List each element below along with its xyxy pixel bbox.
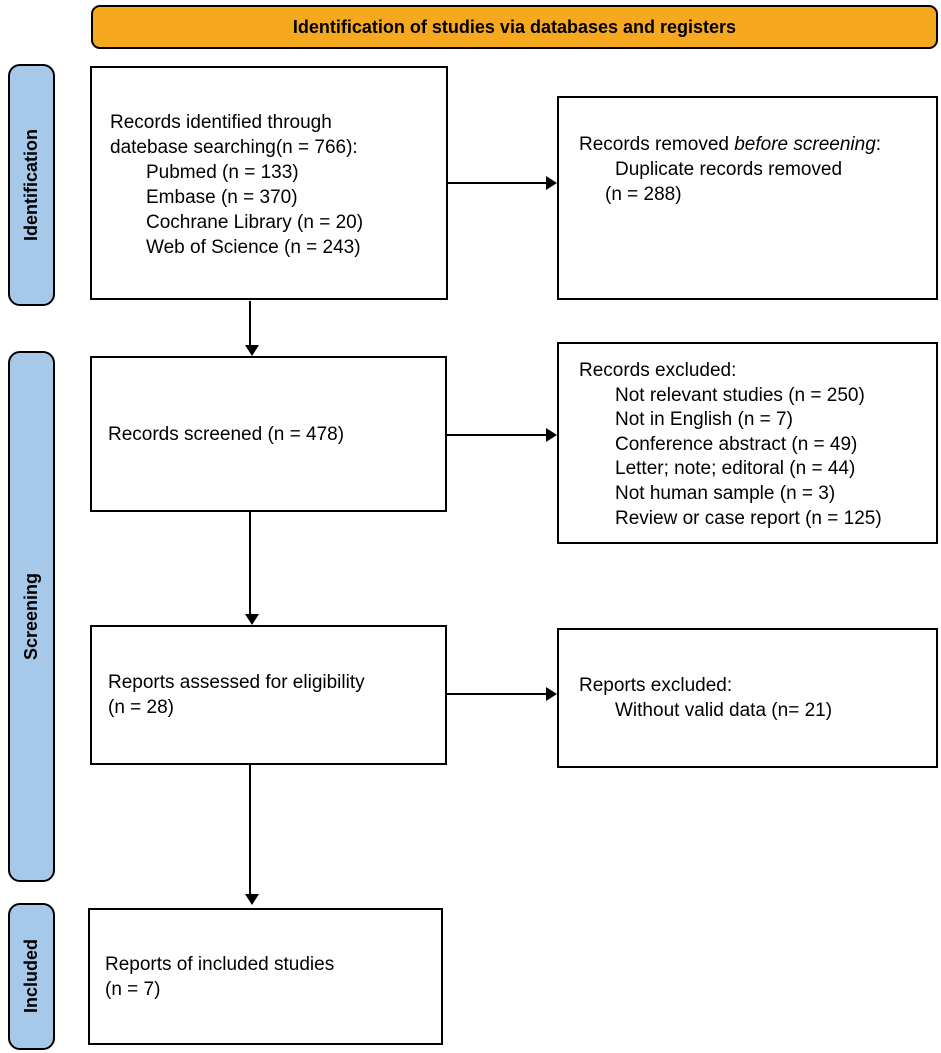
box-text-item: Not relevant studies (n = 250) xyxy=(615,384,865,406)
box-included-reports: Reports of included studies (n = 7) xyxy=(88,908,443,1045)
box-text-item: Pubmed (n = 133) xyxy=(146,162,299,183)
stage-label-screening: Screening xyxy=(21,572,41,661)
box-text-line: Reports of included studies xyxy=(105,953,335,975)
box-text-segment: Records removed xyxy=(579,134,735,155)
box-text-item: Not human sample (n = 3) xyxy=(615,482,836,504)
box-records-identified: Records identified through datebase sear… xyxy=(90,66,448,300)
box-text-line: (n = 7) xyxy=(105,978,161,1000)
box-text-line: Reports excluded: xyxy=(579,675,733,696)
stage-label-identification: Identification xyxy=(21,129,41,241)
diagram-title: Identification of studies via databases … xyxy=(292,16,737,37)
arrow-assessed-to-included xyxy=(245,765,259,905)
arrow-assessed-to-excluded xyxy=(447,687,557,701)
box-text-item: Conference abstract (n = 49) xyxy=(615,433,858,455)
box-records-removed: Records removed before screening: Duplic… xyxy=(557,96,938,300)
box-text-item: (n = 288) xyxy=(605,184,682,205)
box-text-item: Review or case report (n = 125) xyxy=(615,507,882,529)
box-text-item: Without valid data (n= 21) xyxy=(615,700,833,721)
box-text-segment-italic: before screening xyxy=(734,134,876,155)
arrow-identified-to-removed xyxy=(448,176,557,190)
box-text-line: Reports assessed for eligibility xyxy=(108,672,365,693)
box-text-item: Web of Science (n = 243) xyxy=(146,237,361,258)
box-text-item: Letter; note; editoral (n = 44) xyxy=(615,458,856,480)
box-text-line: Records excluded: xyxy=(579,360,737,381)
stage-bar-screening: Screening xyxy=(8,351,55,882)
box-text-line: Records identified through xyxy=(110,112,332,133)
diagram-title-banner: Identification of studies via databases … xyxy=(91,5,938,49)
box-text-line: (n = 28) xyxy=(108,697,175,718)
stage-label-included: Included xyxy=(21,939,41,1014)
arrow-screened-to-assessed xyxy=(245,512,259,625)
box-reports-assessed: Reports assessed for eligibility (n = 28… xyxy=(90,625,447,765)
box-text-line: Records screened (n = 478) xyxy=(108,423,345,445)
box-text-line: Records removed before screening: xyxy=(579,132,930,157)
box-text-item: Embase (n = 370) xyxy=(146,187,298,208)
box-text-item: Cochrane Library (n = 20) xyxy=(146,212,364,233)
box-text-item: Duplicate records removed xyxy=(615,159,843,180)
box-text-item: Not in English (n = 7) xyxy=(615,409,793,431)
arrow-screened-to-excluded xyxy=(447,428,557,442)
stage-bar-identification: Identification xyxy=(8,64,55,306)
box-text-segment: : xyxy=(875,134,882,155)
box-reports-excluded: Reports excluded: Without valid data (n=… xyxy=(557,628,938,768)
stage-bar-included: Included xyxy=(8,903,55,1050)
box-text-line: datebase searching(n = 766): xyxy=(110,137,358,158)
box-records-excluded: Records excluded: Not relevant studies (… xyxy=(557,342,938,544)
arrow-identified-to-screened xyxy=(245,301,259,356)
box-records-screened: Records screened (n = 478) xyxy=(90,356,447,512)
